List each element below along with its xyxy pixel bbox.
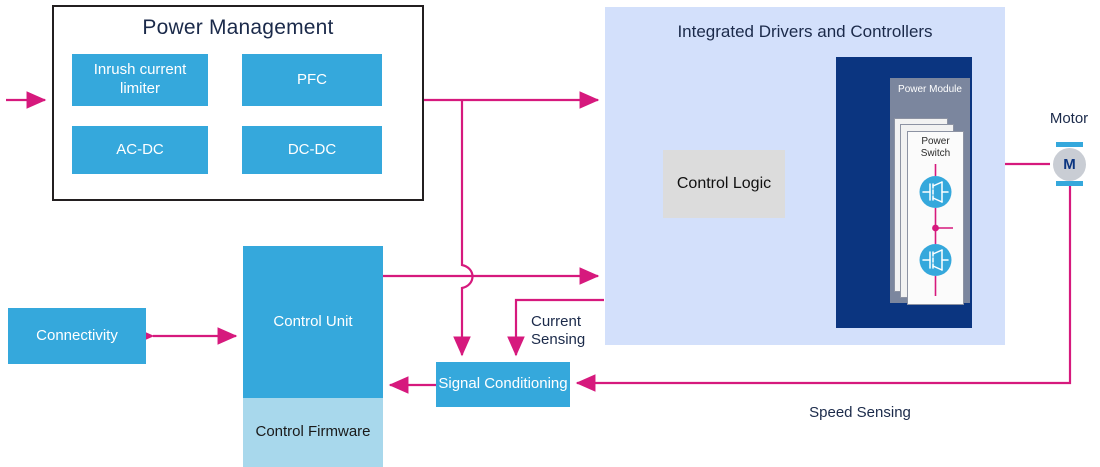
block-control-unit[interactable]: Control Unit [243, 246, 383, 398]
block-pfc[interactable]: PFC [242, 54, 382, 106]
integrated-drivers-title: Integrated Drivers and Controllers [677, 22, 933, 41]
power-switch-upper-icon [919, 176, 952, 208]
block-dc-dc[interactable]: DC-DC [242, 126, 382, 174]
power-switch-label: Power Switch [920, 136, 951, 159]
half-bridge-schematic [919, 164, 953, 296]
block-inrush-current-limiter[interactable]: Inrush current limiter [72, 54, 208, 106]
motor-terminal-top [1056, 142, 1083, 147]
label-motor: Motor [1049, 110, 1089, 127]
power-switch-card-front: Power Switch [907, 131, 964, 305]
block-control-firmware[interactable]: Control Firmware [243, 398, 383, 467]
block-control-logic[interactable]: Control Logic [663, 150, 785, 218]
block-connectivity[interactable]: Connectivity [8, 308, 146, 364]
motor-terminal-bottom [1056, 181, 1083, 186]
power-management-title: Power Management [142, 16, 334, 39]
label-current-sensing: Current Sensing [531, 313, 586, 349]
power-switch-lower-icon [919, 244, 952, 276]
wire-pm-to-signal-conditioning [453, 100, 474, 357]
block-signal-conditioning[interactable]: Signal Conditioning [436, 362, 570, 407]
label-speed-sensing: Speed Sensing [809, 404, 911, 421]
power-module-label: Power Module [898, 84, 962, 95]
motor-icon[interactable]: M [1053, 148, 1086, 181]
block-ac-dc[interactable]: AC-DC [72, 126, 208, 174]
power-module-graphic[interactable]: Power Module Power Switch [890, 78, 970, 305]
phase-node-dot [932, 224, 939, 232]
